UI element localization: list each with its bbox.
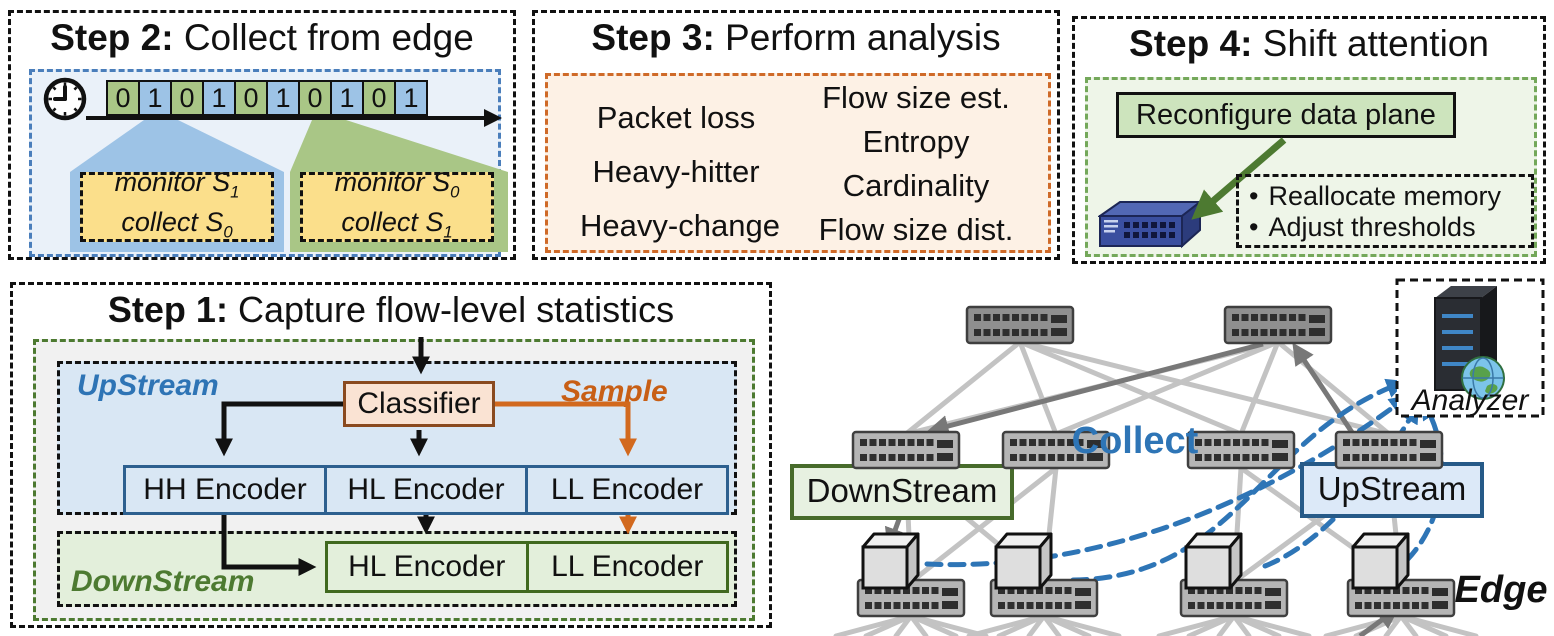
sample-label: Sample (561, 375, 668, 408)
core-switch-icon (1225, 307, 1331, 343)
classifier-box: Classifier (343, 381, 495, 427)
upstream-label: UpStream (77, 369, 219, 402)
collect-label: Collect (1072, 420, 1199, 462)
downstream-box: DownStream (790, 464, 1014, 520)
analysis-task: Heavy-hitter (592, 154, 760, 189)
timeline-arrowhead-icon (484, 109, 502, 127)
encoder-box: HL Encoder (325, 541, 529, 593)
encoder-box: HL Encoder (324, 465, 528, 515)
timeline-cell: 0 (234, 80, 268, 116)
step3-title-bold: Step 3: (591, 17, 715, 58)
aggregation-switch-icon (853, 432, 959, 468)
upstream-box-label: UpStream (1318, 470, 1467, 507)
analysis-task: Packet loss (596, 100, 756, 135)
step4-title-rest: Shift attention (1252, 23, 1489, 64)
timeline-cell: 1 (266, 80, 300, 116)
timeline-cell: 0 (362, 80, 396, 116)
step3-title-rest: Perform analysis (714, 17, 1001, 58)
timeline-cell: 1 (202, 80, 236, 116)
step1-panel: Step 1: Capture flow-level statistics Up… (10, 282, 772, 628)
analyzer-label: Analyzer (1410, 384, 1530, 417)
step2-title: Step 2: Collect from edge (11, 17, 513, 59)
network-switch-icon (1098, 199, 1202, 249)
step2-title-bold: Step 2: (50, 17, 174, 58)
step2-title-rest: Collect from edge (173, 17, 474, 58)
timeline-cell: 0 (298, 80, 332, 116)
adjustment-list-box: •Reallocate memory •Adjust thresholds (1236, 174, 1534, 248)
step4-title-bold: Step 4: (1129, 23, 1253, 64)
timeline-cell: 0 (170, 80, 204, 116)
upstream-box: UpStream (1300, 462, 1484, 518)
encoder-box: HH Encoder (123, 465, 327, 515)
analysis-task-box: Packet loss Heavy-hitter Heavy-change Fl… (545, 73, 1051, 253)
timeline-axis (86, 116, 486, 120)
step3-panel: Step 3: Perform analysis Packet loss Hea… (532, 10, 1060, 260)
reconfigure-data-plane-box: Reconfigure data plane (1116, 92, 1456, 138)
note-line: collect S0 (121, 207, 233, 242)
aggregation-switch-icon (1188, 432, 1294, 468)
aggregation-switch-icon (1336, 432, 1442, 468)
encoder-box: LL Encoder (525, 465, 729, 515)
step4-title: Step 4: Shift attention (1075, 23, 1543, 65)
shift-attention-box: Reconfigure data plane •Reallocate memor… (1085, 77, 1537, 257)
bullet-icon: • (1249, 181, 1259, 211)
downstream-encoder-row: HL Encoder LL Encoder (325, 541, 729, 593)
analysis-task: Flow size dist. (818, 212, 1014, 247)
step1-title-rest: Capture flow-level statistics (227, 289, 675, 330)
core-switch-icon (967, 307, 1073, 343)
step2-timeline-box: 0 1 0 1 0 1 0 1 0 1 monitor S1 collect S… (29, 69, 508, 257)
list-item: •Reallocate memory (1249, 181, 1502, 211)
analysis-task: Cardinality (842, 168, 990, 203)
bullet-icon: • (1249, 212, 1259, 242)
server-icon (1434, 285, 1505, 400)
note-line: monitor S1 (114, 166, 240, 201)
analysis-task: Entropy (862, 124, 970, 159)
timeline-cell: 1 (330, 80, 364, 116)
edge-label: Edge (1455, 569, 1548, 611)
sketch-cube-icon (994, 532, 1053, 590)
monitor-note-green: monitor S0 collect S1 (300, 167, 494, 242)
upstream-encoder-row: HH Encoder HL Encoder LL Encoder (123, 465, 729, 515)
step1-title: Step 1: Capture flow-level statistics (13, 289, 769, 331)
timeline-cell: 0 (106, 80, 140, 116)
downstream-box-label: DownStream (807, 472, 998, 509)
encoder-box: LL Encoder (525, 541, 729, 593)
analysis-task: Heavy-change (580, 208, 780, 243)
timeline-cell: 1 (394, 80, 428, 116)
note-line: monitor S0 (334, 166, 460, 201)
list-item: •Adjust thresholds (1249, 212, 1476, 242)
clock-icon (43, 77, 87, 121)
sketch-cube-icon (1184, 532, 1243, 590)
step3-title: Step 3: Perform analysis (535, 17, 1057, 59)
step4-panel: Step 4: Shift attention Reconfigure data… (1072, 16, 1546, 264)
step1-title-bold: Step 1: (107, 289, 228, 330)
timeline-cell: 1 (138, 80, 172, 116)
timeline-cells: 0 1 0 1 0 1 0 1 0 1 (106, 80, 428, 116)
sketch-cube-icon (1351, 532, 1410, 590)
analyzer-box: Analyzer (1395, 278, 1545, 418)
network-topology: DownStream UpStream Collect Analyzer (790, 278, 1548, 636)
host-links (833, 613, 1479, 636)
downstream-label: DownStream (71, 565, 255, 598)
sketch-cube-icon (861, 532, 920, 590)
step2-panel: Step 2: Collect from edge 0 1 (8, 10, 516, 260)
monitor-note-blue: monitor S1 collect S0 (80, 167, 274, 242)
analysis-task: Flow size est. (822, 80, 1010, 115)
note-line: collect S1 (341, 207, 453, 242)
